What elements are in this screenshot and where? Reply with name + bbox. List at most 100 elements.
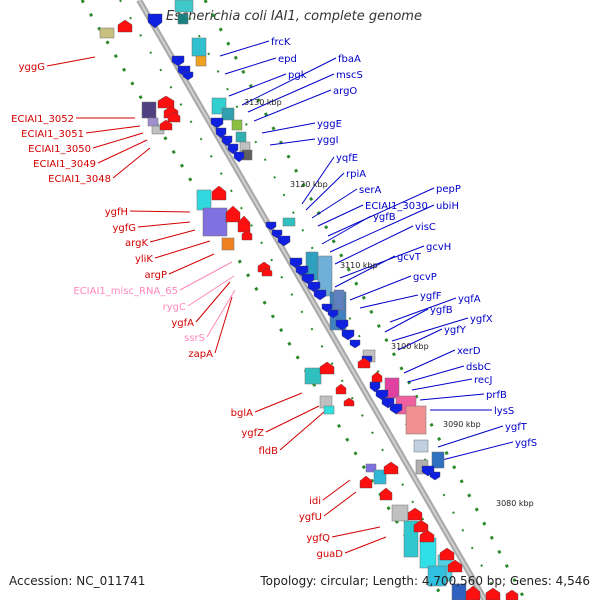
scale-label: 3130 kbp — [244, 98, 282, 107]
leader-line — [168, 253, 215, 275]
feature-block — [221, 107, 235, 121]
gene-label-lyss: lysS — [494, 406, 514, 417]
gene-label-bgla: bglA — [231, 408, 253, 419]
leader-line — [137, 221, 191, 228]
reverse-gene-arrow — [167, 111, 181, 123]
feature-block — [196, 189, 212, 211]
feature-block — [141, 101, 157, 119]
scale-label: 3080 kbp — [496, 499, 534, 508]
leader-line — [187, 275, 235, 307]
leader-line — [389, 297, 457, 323]
reverse-gene-arrow — [439, 547, 455, 561]
leader-line — [311, 188, 358, 219]
forward-gene-arrow — [182, 71, 194, 81]
leader-line — [317, 204, 364, 227]
outer-reverse-tick-track — [80, 0, 446, 600]
reverse-gene-arrow — [505, 589, 519, 600]
feature-block — [221, 237, 235, 251]
leader-lines — [46, 40, 514, 554]
map-title: Escherichia coli IAI1, complete genome — [166, 9, 422, 24]
forward-gene-arrow — [327, 309, 339, 319]
gene-label-dsbc: dsbC — [466, 362, 491, 373]
accession-label: Accession: NC_011741 — [9, 574, 146, 588]
gene-label-argk: argK — [125, 238, 148, 249]
reverse-gene-arrow — [357, 357, 371, 369]
scale-label: 3110 kbp — [340, 261, 378, 270]
feature-block — [323, 405, 335, 415]
reverse-gene-arrow — [225, 205, 241, 223]
leader-line — [344, 536, 387, 554]
leader-line — [322, 479, 351, 501]
leader-line — [214, 296, 233, 354]
leader-line — [228, 73, 287, 97]
feature-block — [419, 537, 437, 569]
gene-label-ygfh: ygfH — [105, 207, 128, 218]
gene-label-ygfx: ygfX — [470, 314, 493, 325]
gene-label-ylik: yliK — [135, 254, 153, 265]
leader-line — [97, 139, 148, 164]
outer-forward-tick-track — [203, 0, 527, 600]
gene-label-visc: visC — [415, 222, 436, 233]
gene-label-ygfb: ygfB — [430, 305, 453, 316]
gene-label-fldb: fldB — [258, 446, 278, 457]
leader-line — [359, 294, 419, 309]
forward-gene-arrow — [147, 13, 163, 29]
reverse-gene-arrow — [319, 361, 335, 375]
feature-block — [177, 13, 189, 25]
gene-label-argo: argO — [333, 86, 357, 97]
reverse-gene-arrow — [261, 267, 273, 277]
forward-gene-arrow — [389, 403, 403, 415]
forward-gene-arrow — [265, 221, 277, 231]
gene-label-eciai1-3030: ECIAI1_3030 — [365, 201, 428, 212]
gene-label-gcvh: gcvH — [426, 242, 451, 253]
feature-block — [391, 504, 409, 522]
gene-label-yggg: yggG — [19, 62, 45, 73]
reverse-gene-arrow — [241, 229, 253, 241]
gene-label-guad: guaD — [316, 549, 343, 560]
reverse-gene-arrow — [447, 559, 463, 573]
leader-line — [339, 245, 425, 279]
feature-block — [235, 131, 247, 143]
gene-label-eciai1-3052: ECIAI1_3052 — [11, 114, 74, 125]
reverse-gene-arrow — [343, 397, 355, 407]
leader-line — [149, 229, 196, 243]
reverse-gene-arrow — [413, 519, 429, 533]
gene-label-eciai1-3051: ECIAI1_3051 — [21, 129, 84, 140]
feature-block — [99, 27, 115, 39]
leader-line — [411, 378, 473, 391]
leader-line — [391, 317, 469, 342]
gene-label-pepp: pepP — [436, 184, 461, 195]
gene-label-ygfu: ygfU — [299, 512, 322, 523]
leader-line — [269, 138, 316, 146]
feature-block — [405, 405, 427, 435]
leader-line — [247, 73, 335, 113]
gene-label-xerd: xerD — [457, 346, 481, 357]
reverse-gene-arrow — [465, 585, 481, 600]
feature-block — [231, 119, 243, 131]
reverse-gene-arrow — [157, 95, 175, 109]
feature-block — [174, 0, 194, 13]
gene-arrows — [117, 13, 519, 600]
feature-block — [427, 565, 447, 587]
leader-line — [329, 204, 435, 253]
feature-block — [195, 55, 207, 67]
leader-line — [331, 526, 381, 538]
leader-line — [219, 40, 270, 57]
gene-label-frck: frcK — [271, 37, 291, 48]
leader-line — [327, 187, 435, 237]
leader-line — [305, 172, 345, 211]
leader-line — [253, 89, 332, 122]
gene-label-rpia: rpiA — [346, 169, 366, 180]
leader-line — [206, 289, 236, 338]
reverse-gene-arrow — [485, 587, 501, 600]
leader-line — [403, 349, 456, 374]
gene-label-ygfz: ygfZ — [241, 428, 264, 439]
reverse-gene-arrow — [159, 119, 173, 131]
right-gene-labels: frcKepdpgkfbaAmscSargOyggEyggIyqfErpiAse… — [271, 37, 537, 449]
feature-block — [282, 217, 296, 227]
gene-label-ygfg: ygfG — [112, 223, 136, 234]
gene-label-ygge: yggE — [317, 119, 342, 130]
forward-gene-arrow — [313, 289, 327, 301]
